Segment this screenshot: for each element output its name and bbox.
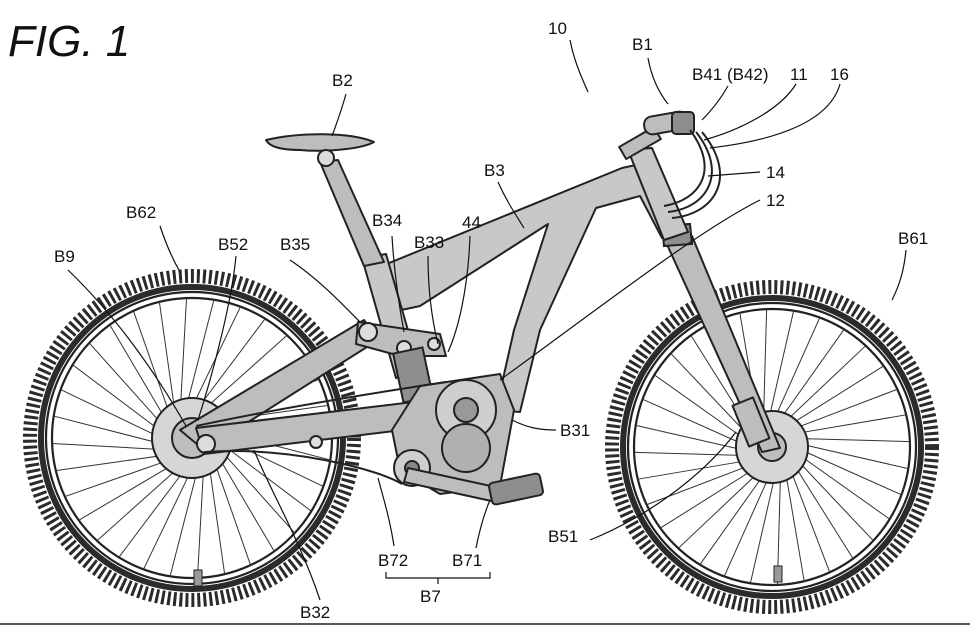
main-frame bbox=[319, 147, 689, 413]
label-front-brake: B51 bbox=[548, 527, 578, 546]
label-cable-16: 16 bbox=[830, 65, 849, 84]
label-rear-wheel: B62 bbox=[126, 203, 156, 222]
label-rear-brake: B52 bbox=[218, 235, 248, 254]
rear-suspension bbox=[179, 319, 447, 455]
figure-title: FIG. 1 bbox=[8, 17, 130, 66]
label-bicycle: 10 bbox=[548, 19, 567, 38]
handlebar bbox=[618, 110, 721, 219]
label-seat-stay-link: B35 bbox=[280, 235, 310, 254]
label-cable-11: 11 bbox=[790, 65, 808, 84]
label-crank-b71: B71 bbox=[452, 551, 482, 570]
drive-unit bbox=[195, 373, 544, 506]
label-rear-part: B9 bbox=[54, 247, 75, 266]
reference-labels: 10 B1 B41 (B42) 11 16 14 12 B2 B3 B61 B6… bbox=[54, 19, 928, 622]
label-front-wheel: B61 bbox=[898, 229, 928, 248]
front-valve bbox=[773, 565, 783, 583]
label-link-b34: B34 bbox=[372, 211, 402, 230]
front-fork bbox=[660, 222, 781, 453]
label-operating-device: B41 (B42) bbox=[692, 65, 769, 84]
label-cable-14: 14 bbox=[766, 163, 785, 182]
label-drive-b7: B7 bbox=[420, 587, 441, 606]
label-link-b33: B33 bbox=[414, 233, 444, 252]
rear-valve bbox=[193, 569, 203, 587]
label-handlebar: B1 bbox=[632, 35, 653, 54]
label-cable-12: 12 bbox=[766, 191, 785, 210]
pedal bbox=[488, 472, 544, 506]
label-chain-stay: B32 bbox=[300, 603, 330, 622]
motor-gear bbox=[441, 423, 491, 473]
label-saddle: B2 bbox=[332, 71, 353, 90]
saddle bbox=[265, 133, 375, 167]
label-frame: B3 bbox=[484, 161, 505, 180]
leader-lines bbox=[67, 39, 907, 601]
label-down-tube: B31 bbox=[560, 421, 590, 440]
label-part-44: 44 bbox=[462, 213, 481, 232]
label-chainring-b72: B72 bbox=[378, 551, 408, 570]
